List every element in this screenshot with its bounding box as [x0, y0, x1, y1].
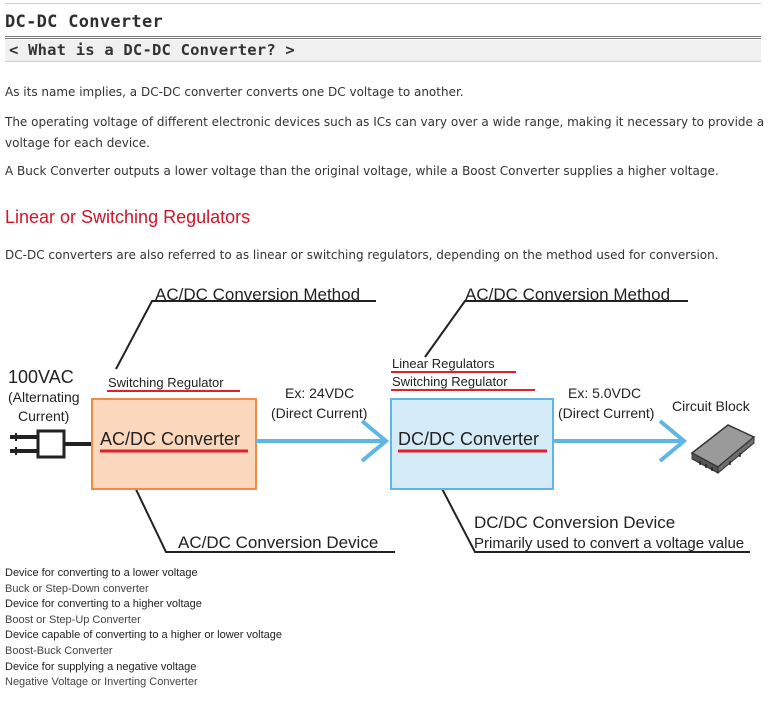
definition-desc: Buck or Step-Down converter [5, 582, 149, 595]
intro-paragraph-3: A Buck Converter outputs a lower voltage… [5, 164, 719, 178]
acdc-converter-box [91, 398, 257, 490]
section-paragraph: DC-DC converters are also referred to as… [5, 248, 719, 262]
method-label-left: AC/DC Conversion Method [155, 285, 360, 304]
dcdc-device-desc: Primarily used to convert a voltage valu… [474, 535, 744, 552]
leader-line-method-left [115, 300, 376, 370]
top-divider [5, 3, 761, 4]
circuit-block-label: Circuit Block [672, 398, 751, 414]
definitions-list: Device for converting to a lower voltage… [5, 566, 765, 691]
mid-voltage-label: Ex: 24VDC [285, 385, 354, 401]
definition-desc: Boost-Buck Converter [5, 644, 113, 657]
section-heading: Linear or Switching Regulators [5, 207, 251, 227]
power-plug-icon [10, 429, 92, 459]
arrow-acdc-to-dcdc [256, 419, 390, 463]
linear-regulators-label: Linear Regulators [392, 356, 495, 371]
intro-paragraph-1: As its name implies, a DC-DC converter c… [5, 85, 464, 99]
acdc-device-label: AC/DC Conversion Device [178, 533, 378, 552]
method-label-right: AC/DC Conversion Method [465, 285, 670, 304]
dcdc-device-label: DC/DC Conversion Device [474, 513, 675, 532]
out-current-label: (Direct Current) [558, 405, 654, 421]
dcdc-converter-box [390, 398, 554, 490]
acdc-converter-label: AC/DC Converter [100, 429, 240, 449]
input-current-label: Current) [18, 408, 69, 424]
definition-desc: Boost or Step-Up Converter [5, 613, 141, 626]
leader-line-method-right [424, 300, 688, 358]
definition-desc: Negative Voltage or Inverting Converter [5, 676, 198, 689]
definition-term: Device capable of converting to a higher… [5, 629, 282, 642]
dcdc-converter-label: DC/DC Converter [398, 429, 539, 449]
input-type-label: (Alternating [8, 389, 80, 405]
page-title: DC-DC Converter [5, 12, 164, 32]
definition-term: Device for converting to a higher voltag… [5, 598, 202, 611]
section-subtitle: < What is a DC-DC Converter? > [5, 40, 761, 62]
conversion-diagram: AC/DC Conversion Method AC/DC Conversion… [8, 285, 756, 553]
definition-term: Device for converting to a lower voltage [5, 567, 198, 579]
mid-current-label: (Direct Current) [271, 405, 367, 421]
out-voltage-label: Ex: 5.0VDC [568, 385, 641, 401]
intro-paragraph-2: The operating voltage of different elect… [5, 115, 765, 150]
arrow-dcdc-to-circuit [553, 419, 688, 463]
switching-regulator-right-label: Switching Regulator [392, 374, 508, 389]
circuit-module-icon [690, 424, 756, 475]
switching-regulator-left-label: Switching Regulator [108, 375, 224, 390]
input-voltage-label: 100VAC [8, 367, 74, 387]
title-divider [5, 36, 761, 39]
definition-term: Device for supplying a negative voltage [5, 660, 197, 673]
